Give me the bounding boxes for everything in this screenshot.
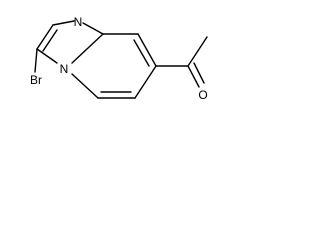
bond-c3-n-bridge bbox=[36, 48, 58, 64]
bond-carbonyl-oxygen-double bbox=[193, 62, 205, 84]
bond-n1-c8a bbox=[82, 22, 104, 35]
bond-c3-br bbox=[34, 48, 38, 73]
atom-bromine: Br bbox=[30, 73, 42, 87]
bond-carbonyl-oxygen bbox=[187, 65, 200, 88]
atom-n-bridge: N bbox=[60, 62, 69, 76]
bond-c8-c7-double bbox=[133, 39, 150, 67]
bond-c5-n-bridge bbox=[71, 73, 99, 99]
atom-n-imine: N bbox=[74, 15, 83, 29]
bond-c8-c7 bbox=[137, 33, 157, 67]
atom-labels: N N Br O bbox=[30, 15, 208, 102]
bond-carbonyl-methyl bbox=[187, 36, 208, 67]
atom-oxygen: O bbox=[198, 88, 207, 102]
bond-c2-c3-double bbox=[42, 29, 58, 52]
molecule-structure: N N Br O bbox=[30, 15, 208, 102]
bonds bbox=[34, 20, 208, 99]
bond-c2-c3 bbox=[36, 24, 54, 50]
bond-c8a-n-bridge bbox=[71, 33, 104, 64]
bond-c7-c6 bbox=[134, 65, 157, 99]
bond-c2-n1 bbox=[52, 20, 75, 26]
